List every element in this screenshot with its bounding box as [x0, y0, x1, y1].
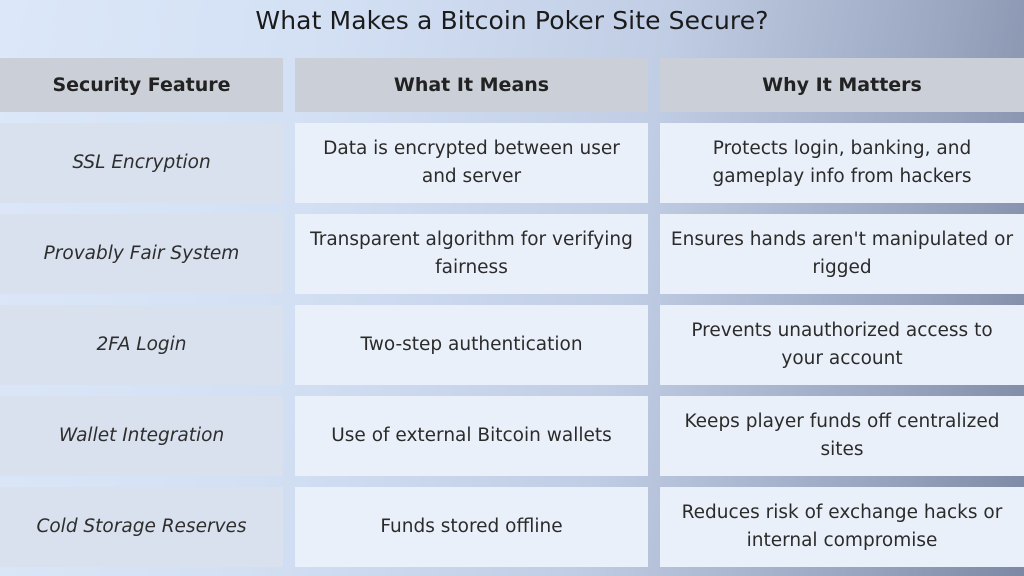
feature-cell-provably-fair: Provably Fair System	[0, 214, 283, 294]
security-table: Security Feature What It Means Why It Ma…	[0, 58, 1024, 570]
means-cell-wallet: Use of external Bitcoin wallets	[295, 396, 648, 476]
matters-cell-ssl: Protects login, banking, and gameplay in…	[660, 123, 1024, 203]
page-title: What Makes a Bitcoin Poker Site Secure?	[255, 6, 769, 35]
header-why-it-matters: Why It Matters	[660, 58, 1024, 112]
means-cell-2fa: Two-step authentication	[295, 305, 648, 385]
feature-cell-cold-storage: Cold Storage Reserves	[0, 487, 283, 567]
means-cell-ssl: Data is encrypted between user and serve…	[295, 123, 648, 203]
means-cell-cold-storage: Funds stored offline	[295, 487, 648, 567]
header-what-it-means: What It Means	[295, 58, 648, 112]
feature-cell-wallet: Wallet Integration	[0, 396, 283, 476]
matters-cell-cold-storage: Reduces risk of exchange hacks or intern…	[660, 487, 1024, 567]
means-cell-provably-fair: Transparent algorithm for verifying fair…	[295, 214, 648, 294]
feature-cell-ssl: SSL Encryption	[0, 123, 283, 203]
matters-cell-2fa: Prevents unauthorized access to your acc…	[660, 305, 1024, 385]
matters-cell-provably-fair: Ensures hands aren't manipulated or rigg…	[660, 214, 1024, 294]
matters-cell-wallet: Keeps player funds off centralized sites	[660, 396, 1024, 476]
header-security-feature: Security Feature	[0, 58, 283, 112]
feature-cell-2fa: 2FA Login	[0, 305, 283, 385]
